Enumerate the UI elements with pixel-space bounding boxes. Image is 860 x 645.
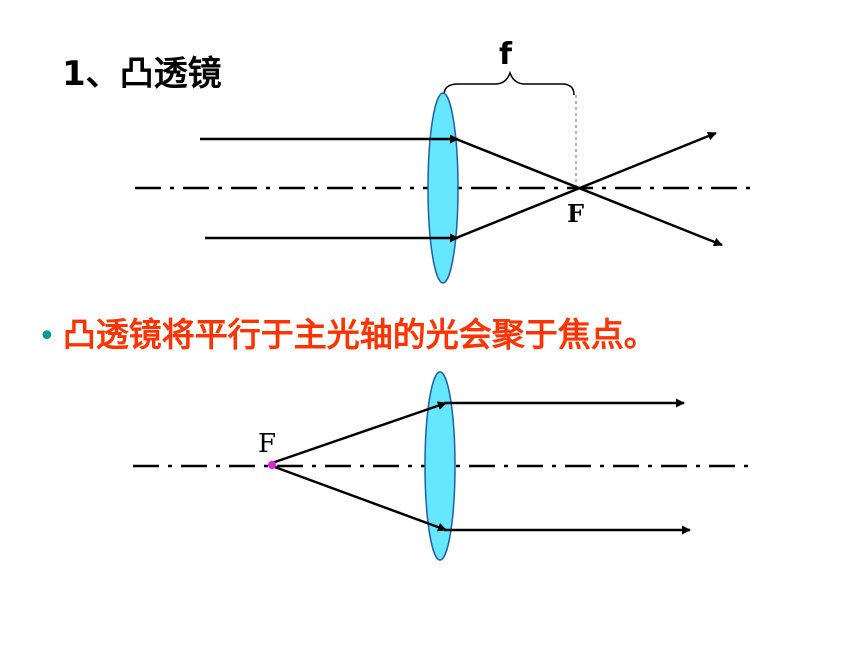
convex-lens-bottom [424, 371, 456, 561]
statement-bullet: • [38, 319, 56, 354]
refracted-ray-upper [455, 137, 723, 247]
section-title: 1、凸透镜 [62, 54, 222, 94]
statement-text: 凸透镜将平行于主光轴的光会聚于焦点。 [63, 315, 657, 354]
refracted-ray-lower [455, 131, 717, 240]
diverging-ray-lower [271, 464, 447, 532]
convex-lens-top [427, 92, 459, 284]
focal-length-brace [443, 70, 575, 96]
focus-point-dot [268, 461, 276, 469]
focus-label-top: F [567, 199, 584, 228]
focus-label-bottom: F [258, 429, 276, 459]
diverging-ray-upper [271, 401, 447, 465]
key-statement: • 凸透镜将平行于主光轴的光会聚于焦点。 [38, 315, 657, 354]
focal-length-label: f [499, 37, 513, 72]
